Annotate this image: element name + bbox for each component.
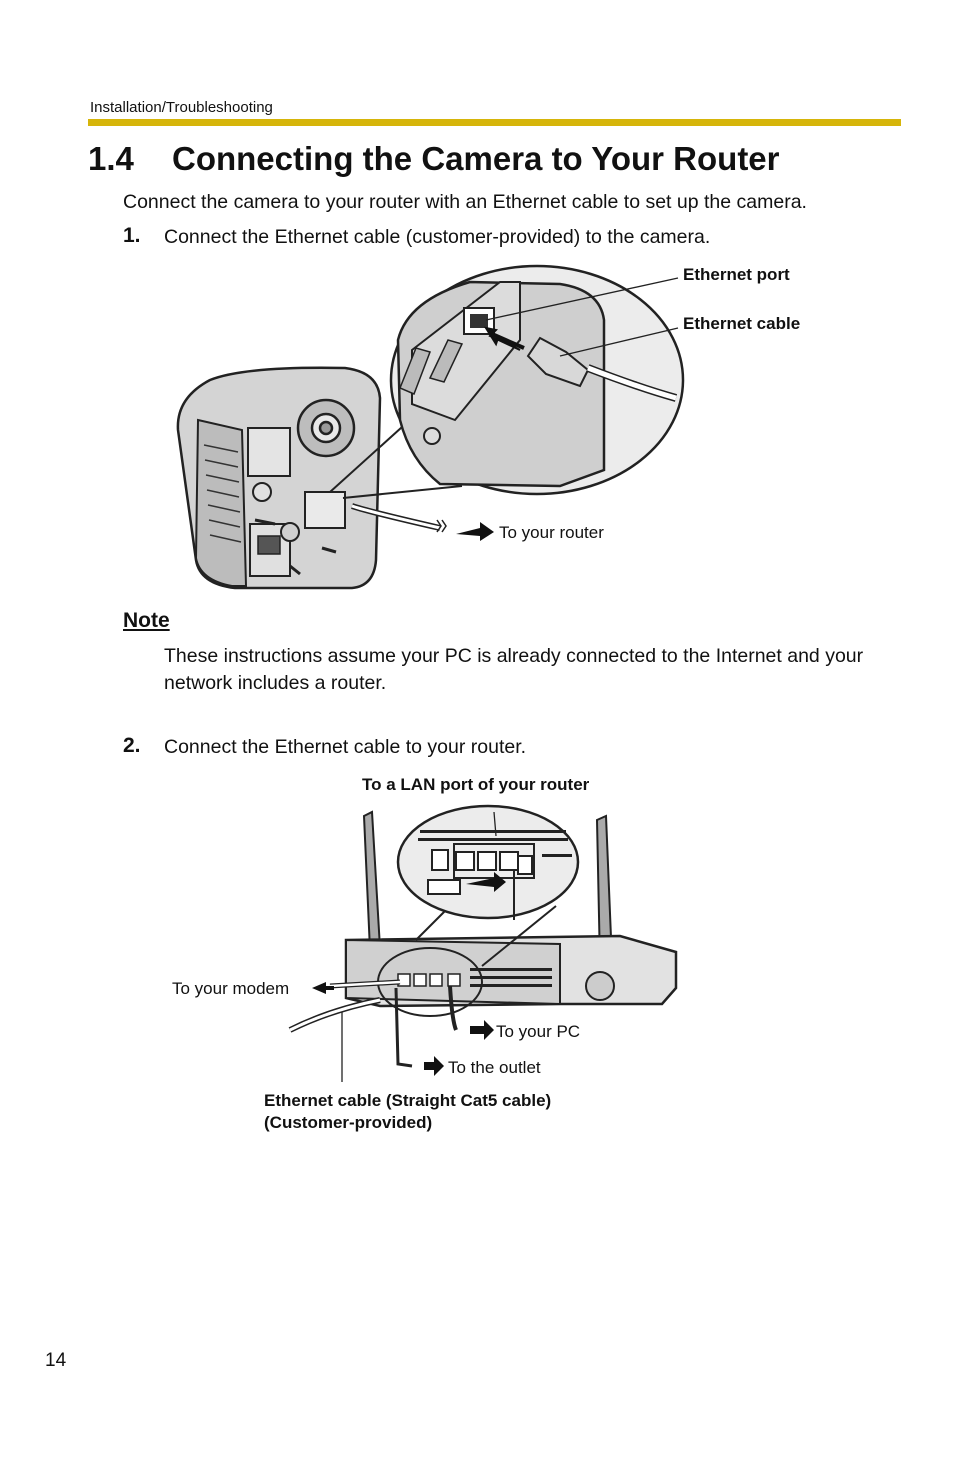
- section-number: 1.4: [88, 140, 134, 177]
- to-router-label: To your router: [499, 523, 604, 542]
- lan-port-label: To a LAN port of your router: [362, 775, 590, 794]
- zoom-inset: [389, 264, 685, 496]
- step-2-number: 2.: [123, 734, 141, 757]
- note-body: These instructions assume your PC is alr…: [164, 645, 864, 694]
- section-title: Connecting the Camera to Your Router: [172, 140, 780, 177]
- step-1-number: 1.: [123, 224, 141, 247]
- ethernet-port-label: Ethernet port: [683, 265, 790, 284]
- ethernet-cable-label: Ethernet cable: [683, 314, 801, 333]
- camera-illustration: [176, 264, 685, 590]
- to-modem-label: To your modem: [172, 979, 290, 998]
- note-heading: Note: [123, 609, 170, 632]
- running-header: Installation/Troubleshooting: [90, 99, 273, 116]
- page-number: 14: [45, 1350, 67, 1371]
- router-illustration: [288, 804, 678, 1082]
- to-outlet-label: To the outlet: [448, 1058, 541, 1077]
- intro-paragraph: Connect the camera to your router with a…: [123, 191, 807, 213]
- header-rule: [88, 119, 901, 126]
- cable-label-line1: Ethernet cable (Straight Cat5 cable): [264, 1091, 552, 1110]
- to-pc-label: To your PC: [496, 1022, 581, 1041]
- step-2-text: Connect the Ethernet cable to your route…: [164, 736, 527, 758]
- step-1-text: Connect the Ethernet cable (customer-pro…: [164, 226, 711, 248]
- cable-label-line2: (Customer-provided): [264, 1113, 433, 1132]
- section-heading: 1.4 Connecting the Camera to Your Router: [88, 140, 780, 178]
